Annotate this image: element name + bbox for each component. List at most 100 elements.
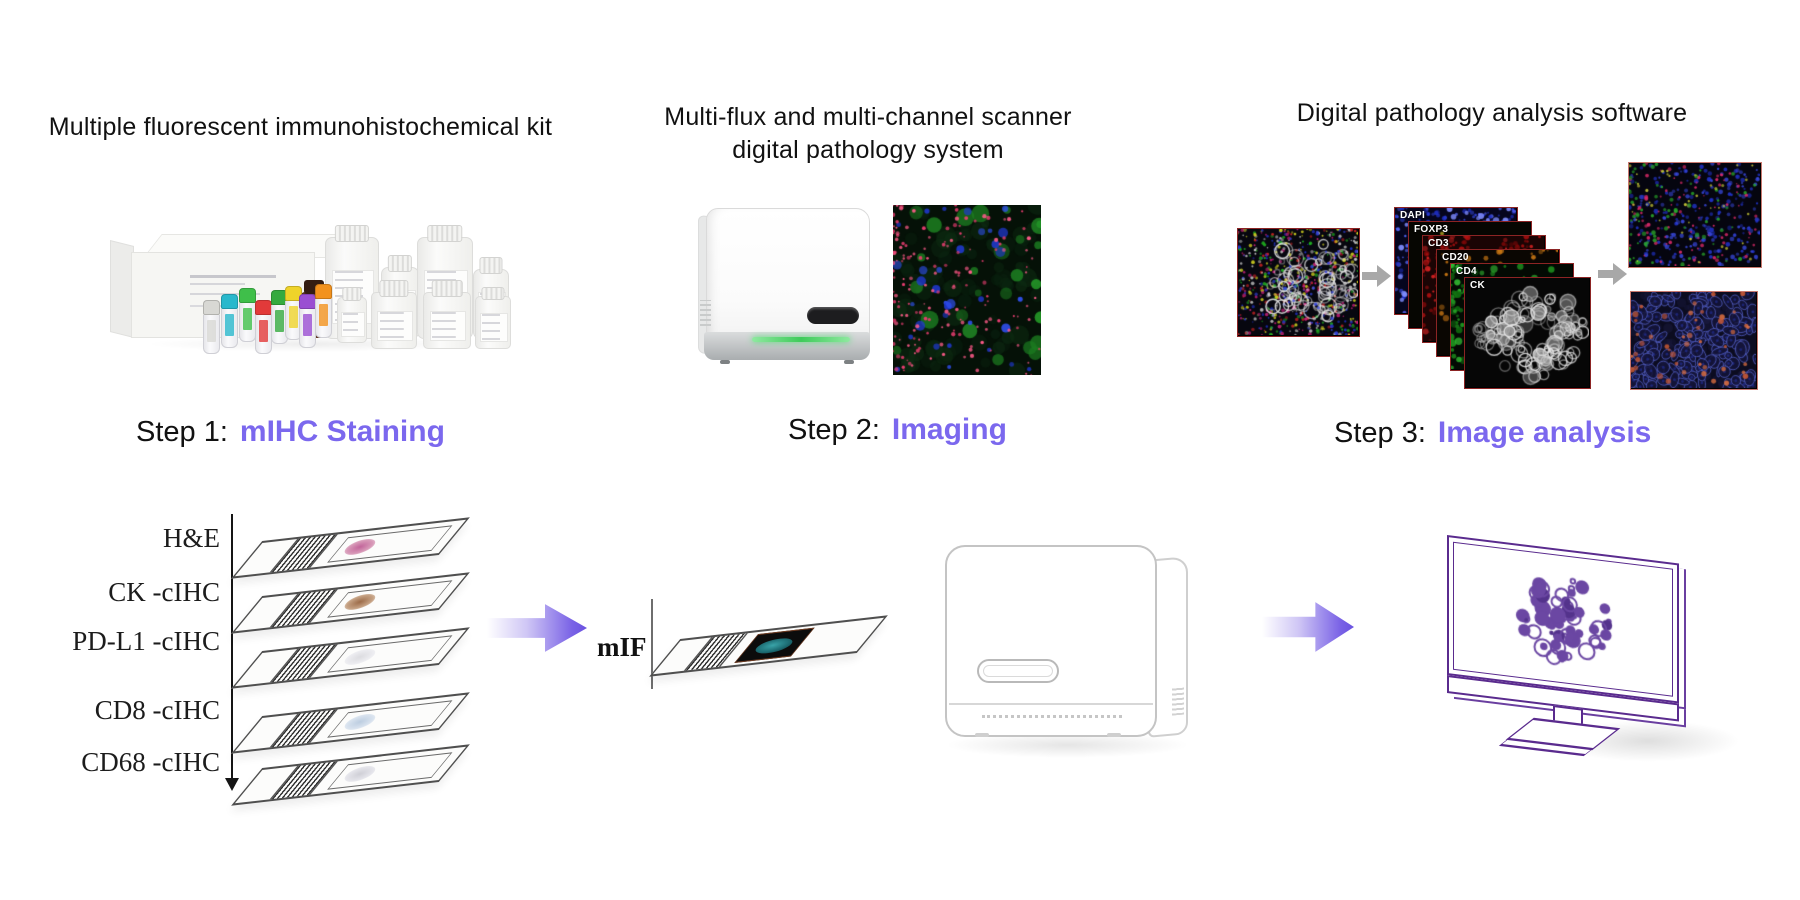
- mif-tissue-sample: [750, 636, 798, 656]
- slide-window: [327, 579, 453, 618]
- reagent-tube: [271, 290, 288, 344]
- analysis-output-canvas-top: [1629, 163, 1760, 266]
- slide-window: [327, 751, 453, 790]
- slide-label-pdl1: PD-L1 -cIHC: [72, 626, 220, 656]
- scanner-led-strip: [752, 337, 850, 342]
- tube-body: [203, 315, 220, 354]
- slide-label-he: H&E: [163, 523, 220, 553]
- tube-body: [221, 309, 238, 348]
- tube-cap: [239, 288, 256, 303]
- slide-window: [327, 699, 453, 738]
- tube-label: [225, 314, 234, 336]
- slide-barcode: [269, 644, 338, 683]
- slide-label-cd68: CD68 -cIHC: [81, 747, 220, 777]
- step2-label: Step 2: Imaging: [788, 413, 1007, 447]
- step3-label: Step 3: Image analysis: [1334, 416, 1651, 450]
- drawing-foot: [1107, 733, 1121, 737]
- right-arrow-icon: [1598, 263, 1628, 285]
- scanner-foot: [720, 360, 730, 364]
- slide-window: [327, 524, 453, 563]
- step1-prefix: Step 1:: [136, 416, 228, 448]
- square-bottle: [371, 280, 417, 349]
- scanner-slot: [807, 307, 859, 324]
- right-column-title: Digital pathology analysis software: [1296, 99, 1688, 127]
- bottle-label: [341, 312, 365, 337]
- analysis-output-image-bottom: [1630, 291, 1758, 390]
- tube-label: [319, 304, 328, 326]
- tube-body: [255, 315, 272, 354]
- purple-arrow-icon: [487, 604, 587, 652]
- channel-label: CD3: [1428, 238, 1449, 249]
- bottle-cap: [342, 287, 362, 301]
- tube-cap: [315, 284, 332, 299]
- tube-label: [289, 306, 298, 328]
- cell-dot-cluster: [1506, 557, 1626, 682]
- segmentation-output-canvas: [1631, 292, 1756, 388]
- stained-slide-pdl1: [231, 627, 470, 689]
- slide-label-cd8: CD8 -cIHC: [94, 695, 220, 725]
- merged-mif-canvas: [1238, 229, 1358, 335]
- tube-cap: [203, 300, 220, 315]
- white-dropper-bottle: [337, 287, 367, 343]
- middle-title-line1: Multi-flux and multi-channel scanner: [664, 103, 1072, 131]
- ck-channel-canvas: [1465, 278, 1589, 387]
- divider-line: [651, 599, 653, 689]
- stained-slide-he: [231, 517, 470, 579]
- tube-label: [259, 320, 268, 342]
- slide-barcode: [269, 589, 338, 628]
- bottle-cap: [427, 225, 463, 242]
- channel-label: DAPI: [1400, 210, 1426, 221]
- left-column-title: Multiple fluorescent immunohistochemical…: [48, 113, 553, 141]
- tube-cap: [285, 286, 302, 301]
- analysis-output-image-top: [1628, 162, 1762, 268]
- step1-name: mIHC Staining: [239, 415, 445, 448]
- step3-name: Image analysis: [1437, 416, 1652, 449]
- bottle-cap: [387, 255, 413, 272]
- scanner-base: [704, 332, 870, 360]
- middle-title-line2: digital pathology system: [732, 136, 1004, 164]
- box-print-line: [190, 275, 276, 278]
- bottle-cap: [379, 280, 409, 297]
- tube-label: [243, 308, 252, 330]
- drawing-front-face: [945, 545, 1157, 737]
- tube-label: [275, 310, 284, 332]
- bottle-cap: [334, 225, 370, 242]
- slide-barcode: [269, 534, 338, 573]
- scanner-body: [706, 208, 870, 342]
- reagent-tube: [203, 300, 220, 354]
- tube-body: [299, 309, 316, 348]
- right-arrow-icon: [1362, 265, 1392, 287]
- bottle-cap: [431, 280, 463, 297]
- slide-label-ck: CK -cIHC: [108, 577, 220, 607]
- drawing-led-strip: [982, 715, 1122, 718]
- step2-name: Imaging: [891, 413, 1007, 446]
- mif-slide: [649, 615, 888, 677]
- step1-label: Step 1: mIHC Staining: [136, 415, 445, 449]
- stained-slide-cd8: [231, 692, 470, 754]
- step3-prefix: Step 3:: [1334, 417, 1426, 449]
- stained-slide-cd68: [231, 744, 470, 806]
- square-bottle: [475, 287, 511, 349]
- monitor-screen: [1447, 535, 1679, 704]
- drawing-handle-inner: [983, 665, 1053, 677]
- channel-label: CD4: [1456, 266, 1477, 277]
- slide-window: [327, 634, 453, 673]
- tube-cap: [221, 294, 238, 309]
- channel-label: FOXP3: [1414, 224, 1449, 235]
- tube-label: [303, 314, 312, 336]
- drawing-handle: [977, 659, 1059, 683]
- reagent-kit-photo: [85, 188, 511, 363]
- analysis-monitor: [1425, 515, 1740, 775]
- tube-cap: [255, 300, 272, 315]
- scanner-vents: [700, 300, 711, 326]
- reagent-tube: [239, 288, 256, 342]
- scanner-photo: [698, 206, 880, 376]
- step2-prefix: Step 2:: [788, 414, 880, 446]
- tube-label: [207, 320, 216, 342]
- bottle-cap: [481, 287, 505, 300]
- tube-cap: [299, 294, 316, 309]
- reagent-tube: [255, 300, 272, 354]
- merged-mif-image: [1237, 228, 1360, 337]
- slide-barcode: [269, 761, 338, 800]
